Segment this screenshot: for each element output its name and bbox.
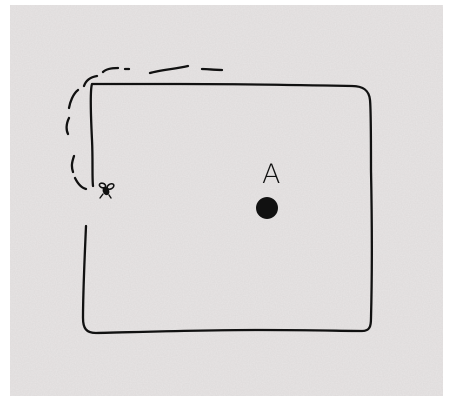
point-a-dot	[256, 197, 278, 219]
paper-background	[10, 5, 443, 396]
dashed-trail-left	[65, 74, 99, 191]
insect-icon	[98, 182, 115, 199]
dashed-trail-top	[101, 64, 224, 75]
point-label: A	[262, 159, 280, 190]
square-outline	[81, 82, 373, 335]
